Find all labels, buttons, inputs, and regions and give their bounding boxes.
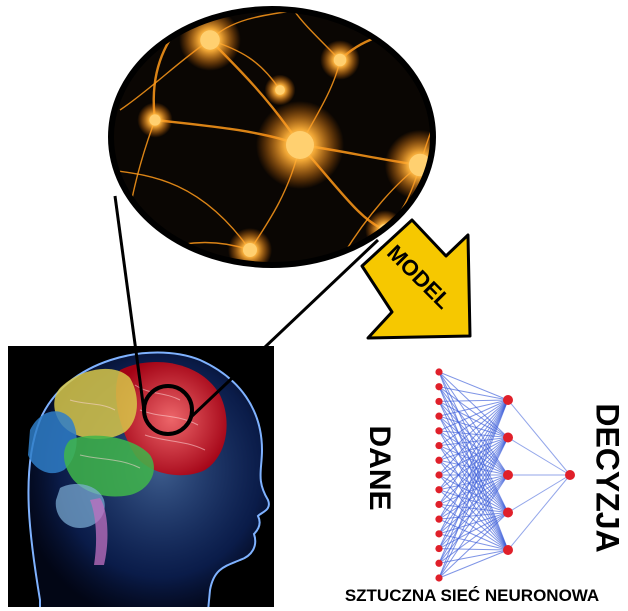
input-node xyxy=(435,545,442,552)
input-node xyxy=(435,501,442,508)
input-label: DANE xyxy=(363,425,396,510)
network-connection xyxy=(508,438,570,476)
neuron-cell-body xyxy=(275,85,285,95)
neuron-cell-body xyxy=(200,30,220,50)
artificial-neural-network xyxy=(435,368,575,581)
input-node xyxy=(435,427,442,434)
input-node xyxy=(435,457,442,464)
output-label: DECYZJA xyxy=(590,403,626,552)
input-node xyxy=(435,383,442,390)
network-connection xyxy=(508,400,570,475)
hidden-node xyxy=(503,395,513,405)
neuron-cell-body xyxy=(334,54,347,67)
neuron-cell-body xyxy=(243,243,257,257)
input-node xyxy=(435,368,442,375)
hidden-node xyxy=(503,508,513,518)
input-node xyxy=(435,574,442,581)
input-node xyxy=(435,486,442,493)
input-node xyxy=(435,530,442,537)
network-connection xyxy=(508,475,570,513)
hidden-node xyxy=(503,470,513,480)
neuron-cell-body xyxy=(286,131,314,159)
input-node xyxy=(435,398,442,405)
network-connection xyxy=(439,550,508,578)
network-connection xyxy=(439,372,508,400)
input-node xyxy=(435,413,442,420)
output-node xyxy=(565,470,575,480)
network-connection xyxy=(508,475,570,550)
neuron-cell-body xyxy=(149,114,160,125)
input-node xyxy=(435,442,442,449)
input-node xyxy=(435,560,442,567)
input-node xyxy=(435,471,442,478)
caption: SZTUCZNA SIEĆ NEURONOWA xyxy=(345,586,599,605)
hidden-node xyxy=(503,545,513,555)
hidden-node xyxy=(503,433,513,443)
input-node xyxy=(435,516,442,523)
model-arrow: MODEL xyxy=(362,220,470,338)
